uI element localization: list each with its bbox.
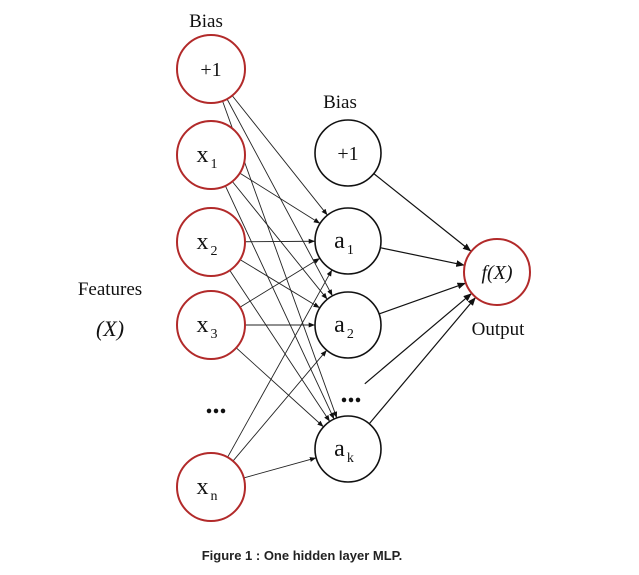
input-node-x2-circle xyxy=(176,207,246,277)
edge-bias-to-a1 xyxy=(231,95,328,216)
edge-x2-to-a1 xyxy=(244,238,316,244)
edge-xn-to-a1 xyxy=(227,269,333,458)
svg-text:+1: +1 xyxy=(337,143,358,165)
input-node-bias: +1 xyxy=(176,34,246,104)
input-node-xn-circle xyxy=(176,452,246,522)
hidden-node-bias: +1 xyxy=(314,119,382,187)
output-node-text: f(X) xyxy=(481,262,512,284)
hidden-node-ak-main: a xyxy=(334,436,345,462)
input-node-x3-sub: 3 xyxy=(211,327,218,342)
input-node-x1-main: x xyxy=(197,142,209,168)
hidden-node-a1-sub: 1 xyxy=(347,243,354,258)
svg-text:x1: x1 xyxy=(197,142,218,172)
svg-text:a1: a1 xyxy=(334,228,354,258)
edge-x1-to-a2 xyxy=(231,181,328,300)
hidden-ellipsis: ... xyxy=(341,378,362,409)
input-node-x3-main: x xyxy=(197,312,209,338)
edge-xn-to-a2 xyxy=(232,349,328,462)
edge-bias-to-a2 xyxy=(226,98,333,297)
figure-caption: Figure 1 : One hidden layer MLP. xyxy=(202,548,403,563)
edge-a2-to-output xyxy=(378,282,467,315)
svg-text:ak: ak xyxy=(334,436,354,466)
edge-x2-to-a2 xyxy=(239,259,321,309)
svg-text:xn: xn xyxy=(197,474,218,504)
bias-input-label: Bias xyxy=(189,11,223,32)
input-node-x2-main: x xyxy=(197,229,209,255)
input-node-x3-circle xyxy=(176,290,246,360)
input-node-x1-sub: 1 xyxy=(211,157,218,172)
hidden-node-a1-main: a xyxy=(334,228,345,254)
features-symbol: (X) xyxy=(96,316,124,341)
svg-text:a2: a2 xyxy=(334,312,354,342)
output-node-circle xyxy=(463,238,531,306)
output-label: Output xyxy=(472,319,526,340)
edge-ak-to-output xyxy=(368,296,477,425)
hidden-node-ak-circle xyxy=(314,415,382,483)
edge-x3-to-ak xyxy=(235,347,324,428)
input-node-x1-circle xyxy=(176,120,246,190)
input-node-bias-text: +1 xyxy=(200,59,221,81)
hidden-node-bias-text: +1 xyxy=(337,143,358,165)
input-node-xn-sub: n xyxy=(211,489,218,504)
hidden-node-a1-circle xyxy=(314,207,382,275)
edge-dots-to-output xyxy=(364,292,473,385)
hidden-node-a2-circle xyxy=(314,291,382,359)
edge-bias-to-output xyxy=(373,173,472,252)
input-node-x2-sub: 2 xyxy=(211,244,218,259)
hidden-node-a2-main: a xyxy=(334,312,345,338)
bias-hidden-label: Bias xyxy=(323,92,357,113)
edge-x3-to-a1 xyxy=(239,257,321,308)
hidden-node-ak-sub: k xyxy=(347,451,354,466)
edge-a1-to-output xyxy=(380,247,465,267)
edge-x1-to-ak xyxy=(224,185,335,420)
svg-text:x3: x3 xyxy=(197,312,218,342)
hidden-node-bias-circle xyxy=(314,119,382,187)
svg-text:x2: x2 xyxy=(197,229,218,259)
output-node: f(X) xyxy=(463,238,531,306)
features-label: Features xyxy=(78,279,142,300)
edge-x2-to-ak xyxy=(229,270,331,422)
input-node-xn-main: x xyxy=(197,474,209,500)
svg-text:+1: +1 xyxy=(200,59,221,81)
hidden-node-a2-sub: 2 xyxy=(347,327,354,342)
edge-xn-to-ak xyxy=(243,457,317,479)
input-ellipsis: ... xyxy=(206,389,227,420)
input-node-bias-circle xyxy=(176,34,246,104)
edge-x1-to-a1 xyxy=(239,172,321,224)
